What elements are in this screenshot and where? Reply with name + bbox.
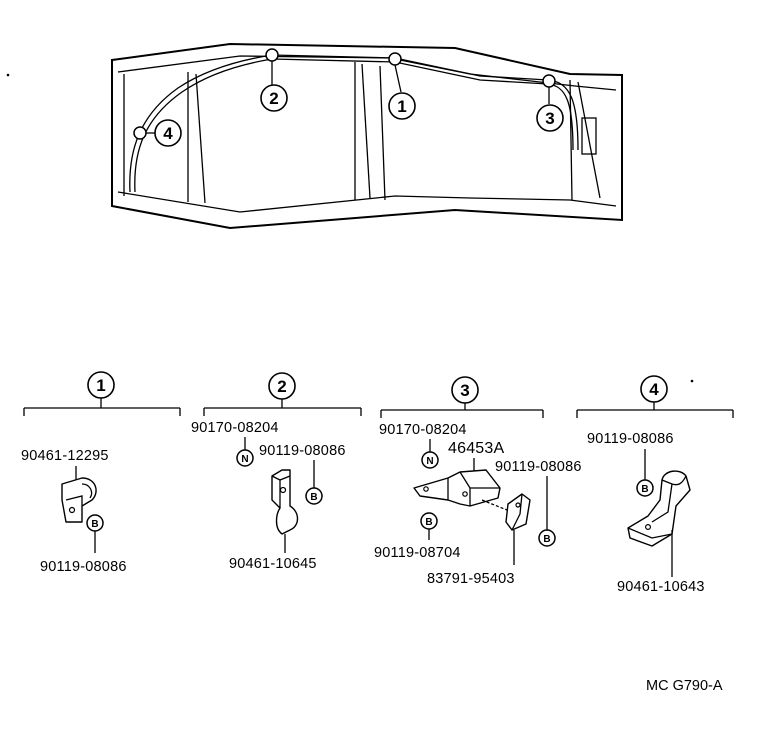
diagram-reference-code: MC G790-A	[646, 678, 723, 694]
group-3: 3 90170-08204 N 46453A 90119-08086	[374, 376, 582, 587]
svg-text:N: N	[426, 456, 433, 467]
svg-text:B: B	[91, 519, 98, 530]
clamp-part-90461-12295	[61, 477, 97, 523]
callout-3[interactable]: 3	[536, 104, 564, 132]
part-label-90461-10643[interactable]: 90461-10643	[617, 579, 705, 595]
svg-text:1: 1	[96, 376, 105, 395]
group-3-bracket	[380, 403, 544, 418]
part-label-90119-08704[interactable]: 90119-08704	[374, 545, 461, 561]
svg-text:B: B	[310, 492, 317, 503]
clamp-node-4	[133, 126, 147, 140]
part-label-90170-08204-g3[interactable]: 90170-08204	[379, 422, 467, 438]
part-label-90119-08086-g3[interactable]: 90119-08086	[495, 459, 582, 475]
callout-2[interactable]: 2	[260, 84, 288, 112]
nut-badge-g3: N	[421, 451, 439, 469]
group-4-number[interactable]: 4	[640, 375, 668, 403]
clip-part-83791-95403	[505, 493, 531, 531]
clamp-node-3	[542, 74, 556, 88]
cable-route	[129, 48, 579, 193]
part-label-90461-10645[interactable]: 90461-10645	[229, 556, 317, 572]
bolt-badge-g1: B	[86, 514, 104, 532]
svg-text:3: 3	[545, 109, 554, 128]
nut-badge-g2: N	[236, 449, 254, 467]
bracket-part-46453A	[413, 469, 513, 513]
svg-text:B: B	[641, 484, 648, 495]
svg-text:2: 2	[277, 377, 286, 396]
group-2: 2 90170-08204 N 90119-08086 B 90461-1064…	[191, 372, 362, 572]
part-label-46453A[interactable]: 46453A	[448, 440, 504, 457]
svg-text:B: B	[543, 534, 550, 545]
group-4: 4 90119-08086 B 90461-10643	[576, 375, 734, 595]
callout-1[interactable]: 1	[388, 92, 416, 120]
group-2-number[interactable]: 2	[268, 372, 296, 400]
part-label-90119-08086-g1[interactable]: 90119-08086	[40, 559, 127, 575]
part-label-83791-95403[interactable]: 83791-95403	[427, 571, 515, 587]
part-label-90119-08086-g4[interactable]: 90119-08086	[587, 431, 674, 447]
group-3-number[interactable]: 3	[451, 376, 479, 404]
svg-text:4: 4	[649, 380, 659, 399]
group-1: 1 90461-12295 B 90119-08086	[21, 371, 181, 575]
bolt-badge-g3-right: B	[538, 529, 556, 547]
part-label-90461-12295[interactable]: 90461-12295	[21, 448, 109, 464]
part-label-90119-08086-g2[interactable]: 90119-08086	[259, 443, 346, 459]
svg-text:1: 1	[397, 97, 406, 116]
bolt-badge-g4: B	[636, 479, 654, 497]
svg-text:B: B	[425, 517, 432, 528]
bolt-badge-g3-left: B	[420, 512, 438, 530]
bolt-badge-g2: B	[305, 487, 323, 505]
svg-text:3: 3	[460, 381, 469, 400]
group-1-bracket	[23, 398, 181, 416]
group-4-bracket	[576, 402, 734, 418]
clamp-part-90461-10643	[627, 470, 691, 547]
group-2-bracket	[203, 399, 362, 416]
clamp-node-1	[388, 52, 402, 66]
part-label-90170-08204-g2[interactable]: 90170-08204	[191, 420, 279, 436]
clamp-node-2	[265, 48, 279, 62]
svg-text:2: 2	[269, 89, 278, 108]
svg-text:4: 4	[163, 124, 173, 143]
clamp-part-90461-10645	[271, 469, 299, 535]
group-1-number[interactable]: 1	[87, 371, 115, 399]
callout-4[interactable]: 4	[154, 119, 182, 147]
vehicle-frame-outline	[6, 42, 623, 230]
svg-text:N: N	[241, 454, 248, 465]
